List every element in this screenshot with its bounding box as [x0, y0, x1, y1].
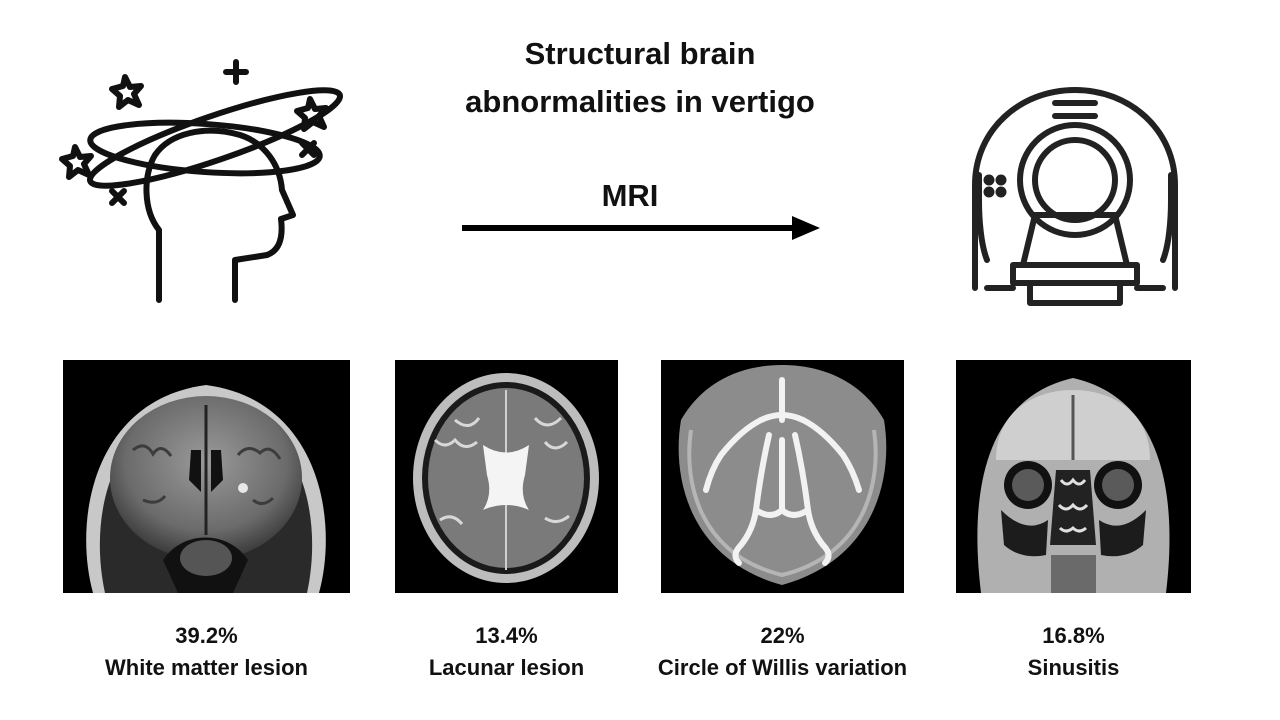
finding-label: Lacunar lesion: [428, 655, 585, 680]
right-arrow-icon: [462, 210, 822, 246]
dizzy-head-icon: [55, 55, 355, 310]
mri-panel-lacunar-lesion: [395, 360, 618, 593]
title-line-2: abnormalities in vertigo: [465, 84, 815, 119]
mri-panel-white-matter-lesion: [63, 360, 350, 593]
finding-caption-lacunar-lesion: 13.4% Lacunar lesion: [395, 620, 618, 684]
finding-label: Sinusitis: [1027, 655, 1120, 680]
arrow-label: MRI: [601, 178, 659, 213]
finding-percent: 22%: [760, 623, 805, 648]
diagram-title: Structural brain abnormalities in vertig…: [400, 30, 880, 126]
finding-percent: 39.2%: [175, 623, 238, 648]
mri-panel-sinusitis: [956, 360, 1191, 593]
finding-percent: 13.4%: [475, 623, 538, 648]
title-line-1: Structural brain: [524, 36, 756, 71]
finding-caption-white-matter-lesion: 39.2% White matter lesion: [63, 620, 350, 684]
mri-scanner-icon: [955, 80, 1195, 320]
finding-caption-circle-of-willis: 22% Circle of Willis variation: [641, 620, 924, 684]
mri-panel-circle-of-willis: [661, 360, 904, 593]
finding-label: Circle of Willis variation: [657, 655, 908, 680]
finding-percent: 16.8%: [1042, 623, 1105, 648]
finding-label: White matter lesion: [105, 655, 308, 680]
finding-caption-sinusitis: 16.8% Sinusitis: [956, 620, 1191, 684]
